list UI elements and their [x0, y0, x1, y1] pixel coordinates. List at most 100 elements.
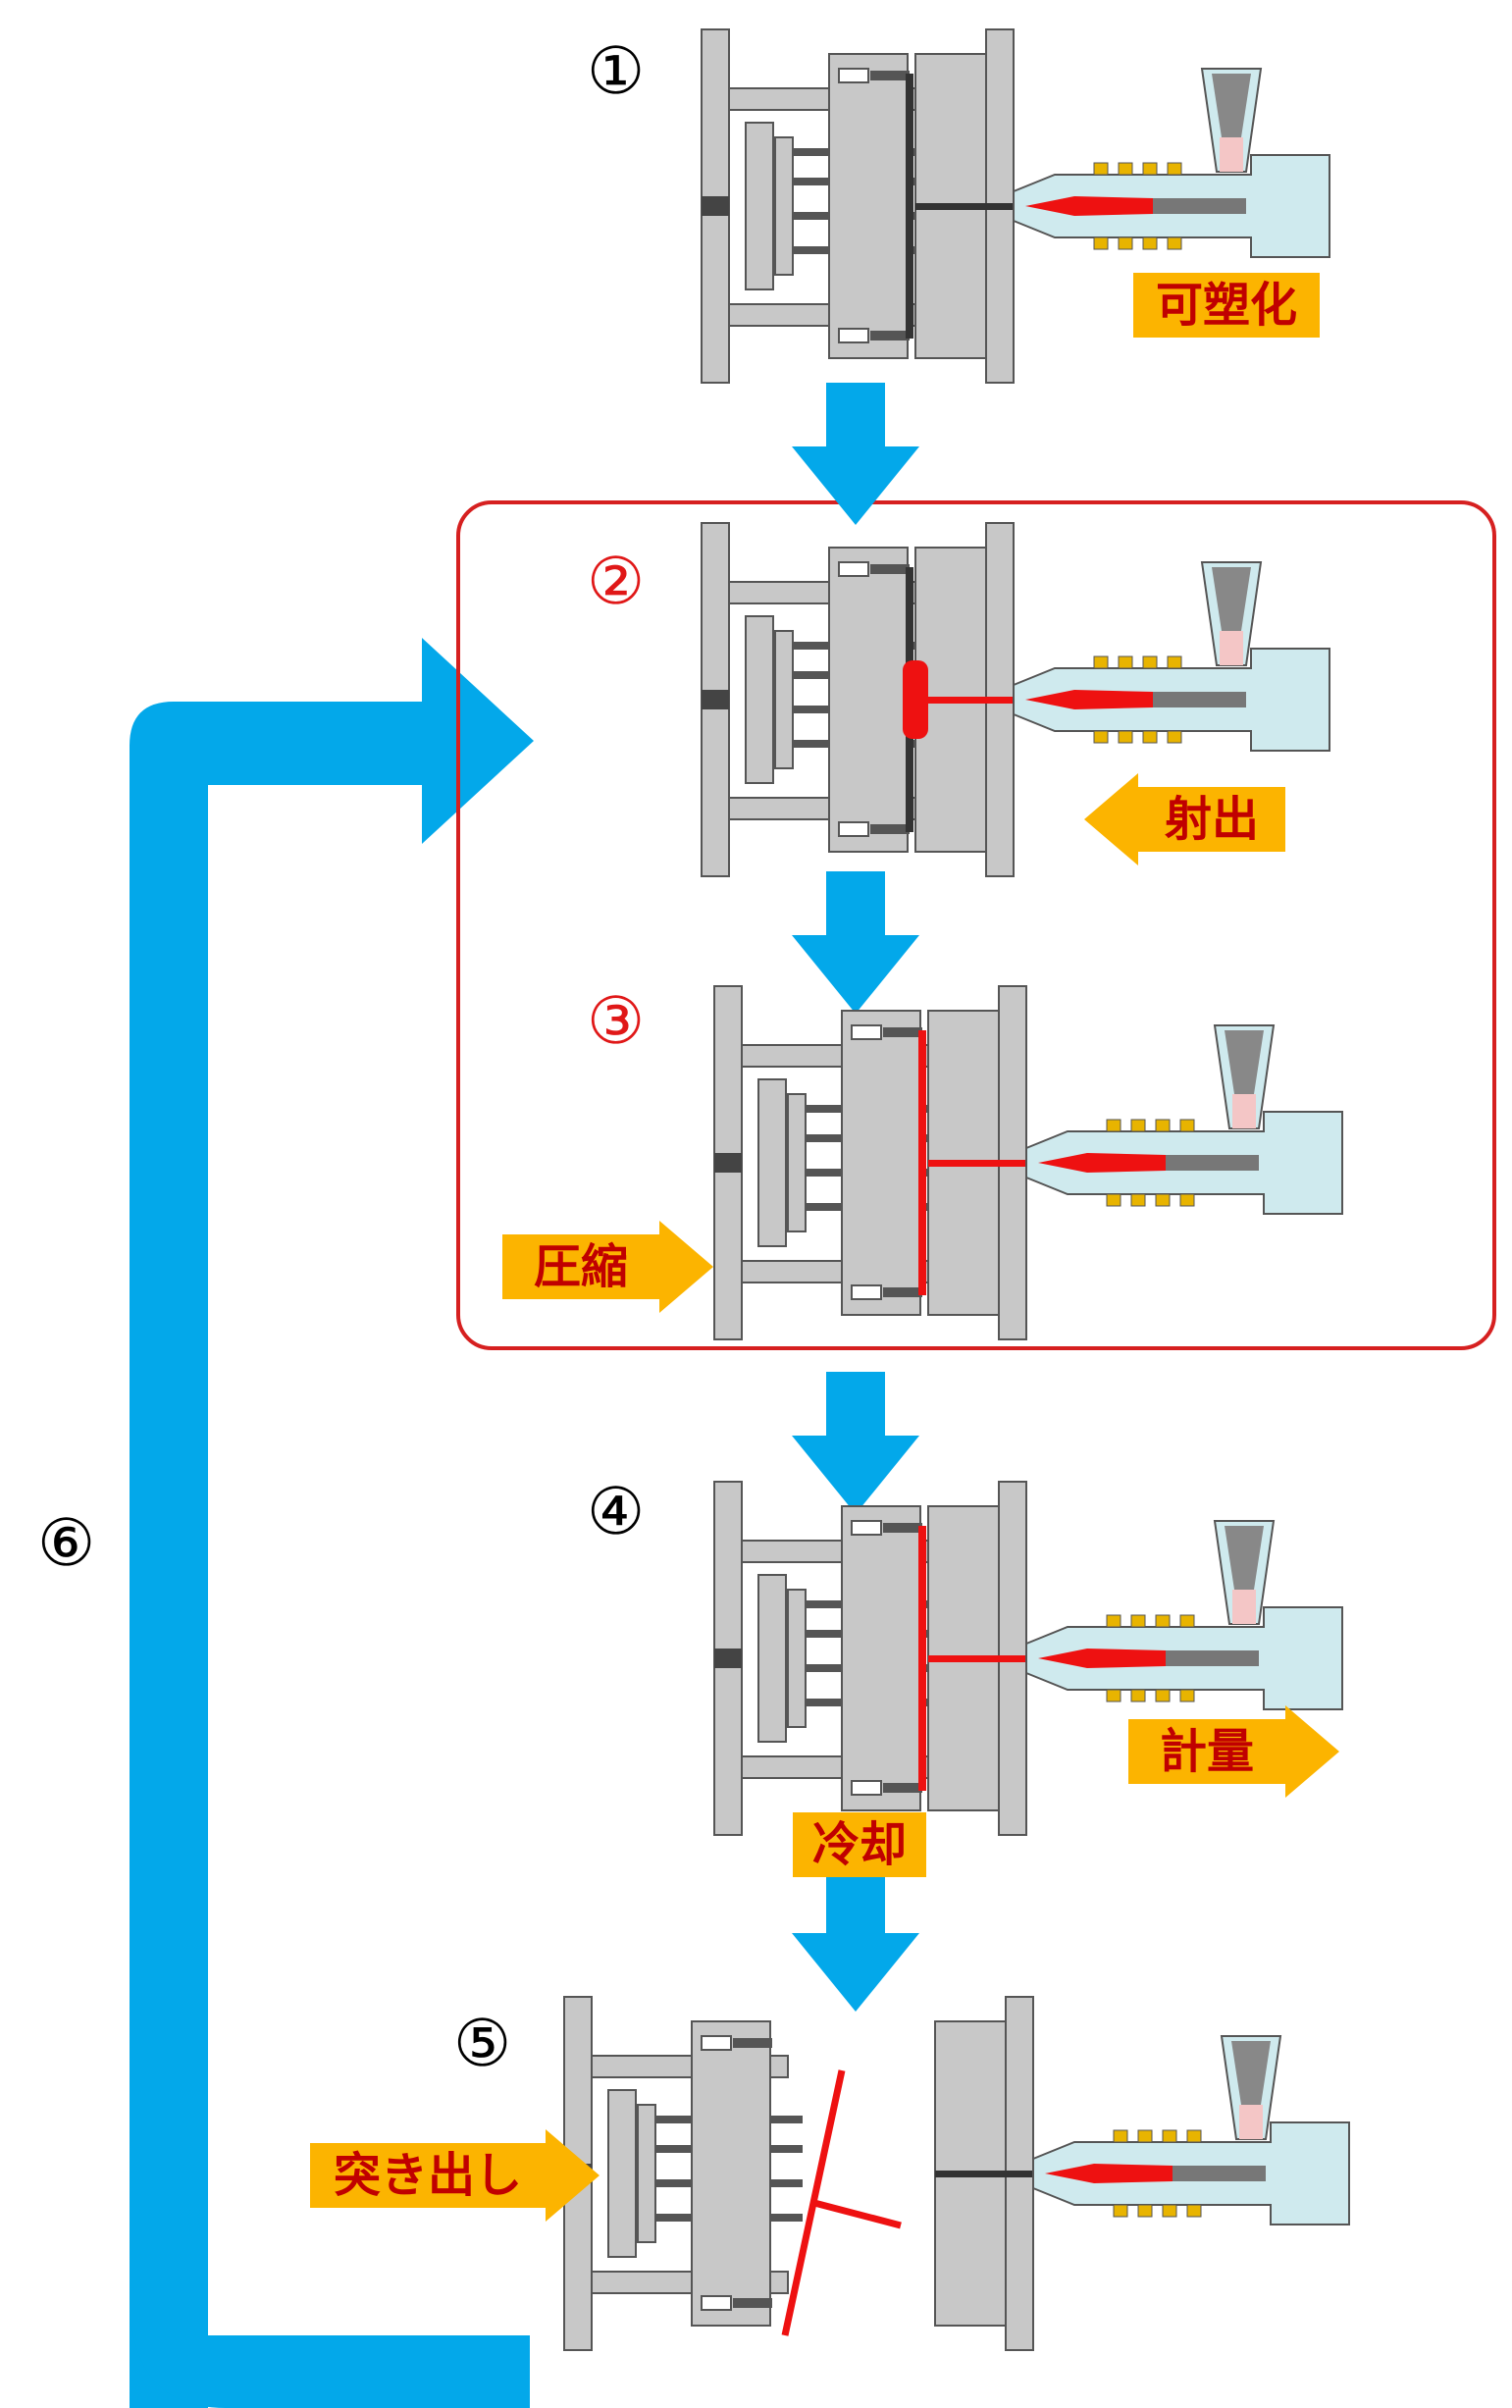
heater-band: [1162, 2129, 1177, 2143]
guide-top: [883, 1027, 922, 1037]
step-5-number: ⑤: [453, 2006, 512, 2081]
spring-top: [838, 561, 869, 577]
guide-bottom: [870, 331, 910, 340]
pellets: [1232, 1094, 1256, 1128]
heater-band: [1179, 1614, 1195, 1628]
mold-core-block: [841, 1010, 921, 1316]
heater-band: [1142, 236, 1158, 250]
ejector-plate: [607, 2089, 637, 2258]
step-2-number: ②: [587, 544, 646, 619]
ejector-retainer: [774, 630, 794, 769]
heater-band: [1106, 1689, 1121, 1702]
heater-band: [1137, 2129, 1153, 2143]
hopper-material: [1212, 567, 1251, 631]
pellets: [1232, 1590, 1256, 1624]
hopper-material: [1231, 2041, 1271, 2105]
spring-bottom: [701, 2295, 732, 2311]
melt: [1038, 1153, 1166, 1173]
machine-step-3: [713, 985, 1343, 1340]
knockout-rod: [702, 196, 729, 216]
heater-band: [1118, 655, 1133, 669]
mold-core-block: [841, 1505, 921, 1811]
metering-label: 計量: [1159, 1724, 1254, 1779]
flow-arrow-4: [792, 1869, 919, 2012]
heater-band: [1186, 2129, 1202, 2143]
ejector-retainer: [787, 1093, 807, 1232]
sprue: [915, 203, 1014, 210]
hopper-material: [1225, 1526, 1264, 1590]
cavity-part: [906, 74, 913, 339]
spring-bottom: [838, 821, 869, 837]
machine-step-4: [713, 1481, 1343, 1836]
heater-band: [1118, 730, 1133, 744]
knockout-rod: [702, 690, 729, 709]
melt: [1025, 690, 1153, 709]
step-3-number: ③: [587, 983, 646, 1059]
flow-arrow-3: [792, 1372, 919, 1514]
step-4-number: ④: [587, 1474, 646, 1549]
hopper-material: [1212, 74, 1251, 137]
ejector-retainer: [774, 136, 794, 276]
heater-band: [1106, 1193, 1121, 1207]
injection-arrow: [1084, 773, 1285, 865]
melt: [1045, 2164, 1173, 2183]
guide-top: [870, 564, 910, 574]
spring-bottom: [851, 1284, 882, 1300]
pellets: [1220, 137, 1243, 172]
guide-bottom: [870, 824, 910, 834]
sprue: [915, 697, 1014, 704]
step-1-number: ①: [587, 33, 646, 109]
return-loop-bottom: [130, 2296, 530, 2408]
spring-top: [851, 1024, 882, 1040]
flow-arrow-1: [792, 383, 919, 525]
mold-core-block: [828, 53, 909, 359]
heater-band: [1179, 1193, 1195, 1207]
heater-band: [1162, 2204, 1177, 2218]
heater-band: [1130, 1689, 1146, 1702]
heater-band: [1130, 1614, 1146, 1628]
machine-step-1: [701, 28, 1330, 384]
spring-top: [701, 2035, 732, 2051]
spring-bottom: [838, 328, 869, 343]
heater-band: [1155, 1119, 1171, 1132]
heater-band: [1106, 1119, 1121, 1132]
ejection-arrow: [310, 2129, 600, 2222]
heater-band: [1142, 730, 1158, 744]
sprue: [928, 1160, 1026, 1167]
compression-arrow: [502, 1221, 713, 1313]
ejector-retainer: [637, 2104, 656, 2243]
spring-top: [851, 1520, 882, 1536]
spring-bottom: [851, 1780, 882, 1796]
heater-band: [1118, 162, 1133, 176]
sprue: [935, 2171, 1033, 2177]
pellets: [1220, 631, 1243, 665]
mold-core-block: [828, 547, 909, 853]
ejector-plate: [745, 122, 774, 290]
heater-band: [1142, 655, 1158, 669]
machine-step-5: [563, 1996, 1350, 2351]
heater-band: [1167, 162, 1182, 176]
cavity-part: [918, 1526, 926, 1791]
heater-band: [1093, 730, 1109, 744]
pellets: [1239, 2105, 1263, 2139]
heater-band: [1118, 236, 1133, 250]
moving-half: [563, 1996, 803, 2351]
guide-top: [883, 1523, 922, 1533]
mold-core-block: [691, 2020, 771, 2327]
heater-band: [1113, 2204, 1128, 2218]
ejected-part: [781, 2069, 902, 2336]
heater-band: [1186, 2204, 1202, 2218]
ejector-plate: [757, 1574, 787, 1743]
plasticizing-label: 可塑化: [1133, 273, 1320, 338]
ejector-plate: [757, 1078, 787, 1247]
heater-band: [1155, 1614, 1171, 1628]
heater-band: [1179, 1119, 1195, 1132]
flow-arrow-2: [792, 871, 919, 1014]
heater-band: [1137, 2204, 1153, 2218]
guide-top: [733, 2038, 772, 2048]
heater-band: [1179, 1689, 1195, 1702]
heater-band: [1167, 730, 1182, 744]
metering-arrow: [1128, 1705, 1339, 1798]
